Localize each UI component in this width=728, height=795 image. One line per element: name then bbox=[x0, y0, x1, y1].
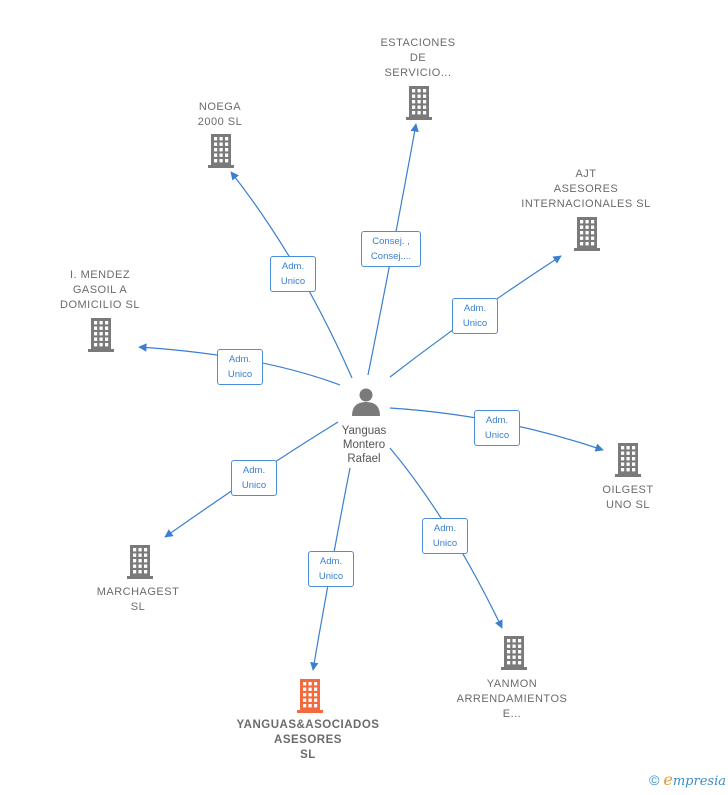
building-icon-noega[interactable] bbox=[208, 134, 234, 168]
relation-label-line: Unico bbox=[462, 318, 488, 329]
relation-label-line: Unico bbox=[484, 430, 510, 441]
building-icon-yanguas[interactable] bbox=[297, 679, 323, 713]
relation-label-marchagest[interactable]: Adm. Unico bbox=[231, 460, 277, 496]
relation-label-yanguas[interactable]: Adm. Unico bbox=[308, 551, 354, 587]
company-label-mendez[interactable]: I. MENDEZ GASOIL A DOMICILIO SL bbox=[60, 269, 140, 311]
relation-label-line: Unico bbox=[227, 369, 253, 380]
relation-label-line: Adm. bbox=[319, 556, 343, 567]
relation-label-line: Unico bbox=[241, 480, 267, 491]
relation-label-line: Consej.... bbox=[370, 251, 412, 262]
company-label-oilgest[interactable]: OILGEST UNO SL bbox=[602, 484, 654, 511]
relation-label-line: Adm. bbox=[485, 415, 509, 426]
relation-label-oilgest[interactable]: Adm. Unico bbox=[474, 410, 520, 446]
relation-label-yanmon[interactable]: Adm. Unico bbox=[422, 518, 468, 554]
relation-label-mendez[interactable]: Adm. Unico bbox=[217, 349, 263, 385]
relation-label-line: Adm. bbox=[242, 465, 266, 476]
person-icon[interactable] bbox=[352, 388, 380, 417]
company-label-ajt[interactable]: AJT ASESORES INTERNACIONALES SL bbox=[521, 168, 651, 210]
center-label-line-2: Montero bbox=[342, 439, 386, 451]
relation-label-line: Adm. bbox=[281, 261, 305, 272]
empresia-brand[interactable]: ©empresia bbox=[649, 770, 726, 789]
relation-label-estaciones[interactable]: Consej. , Consej.... bbox=[361, 231, 421, 267]
copyright-icon: © bbox=[649, 772, 660, 788]
building-icon-estaciones[interactable] bbox=[406, 86, 432, 120]
relation-label-noega[interactable]: Adm. Unico bbox=[270, 256, 316, 292]
relation-label-line: Unico bbox=[432, 538, 458, 549]
relation-label-line: Adm. bbox=[463, 303, 487, 314]
building-icon-ajt[interactable] bbox=[574, 217, 600, 251]
center-person-label[interactable]: Yanguas Montero Rafael bbox=[324, 424, 404, 466]
building-icon-yanmon[interactable] bbox=[501, 636, 527, 670]
building-icon-marchagest[interactable] bbox=[127, 545, 153, 579]
brand-name: mpresia bbox=[672, 774, 726, 789]
building-icon-mendez[interactable] bbox=[88, 318, 114, 352]
company-label-yanguas[interactable]: YANGUAS&ASOCIADOS ASESORES SL bbox=[236, 719, 380, 761]
company-label-noega[interactable]: NOEGA 2000 SL bbox=[197, 101, 243, 128]
relation-label-line: Adm. bbox=[433, 523, 457, 534]
company-label-estaciones[interactable]: ESTACIONES DE SERVICIO... bbox=[380, 37, 456, 79]
relation-label-line: Unico bbox=[280, 276, 306, 287]
relation-label-line: Unico bbox=[318, 571, 344, 582]
center-label-line-1: Yanguas bbox=[341, 425, 387, 437]
relation-label-line: Consej. , bbox=[372, 236, 410, 247]
building-icon-oilgest[interactable] bbox=[615, 443, 641, 477]
brand-e: e bbox=[663, 770, 673, 789]
center-label-line-3: Rafael bbox=[347, 453, 381, 465]
company-label-marchagest[interactable]: MARCHAGEST SL bbox=[96, 586, 180, 613]
relation-label-ajt[interactable]: Adm. Unico bbox=[452, 298, 498, 334]
company-label-yanmon[interactable]: YANMON ARRENDAMIENTOS E... bbox=[456, 678, 568, 720]
relation-label-line: Adm. bbox=[228, 354, 252, 365]
